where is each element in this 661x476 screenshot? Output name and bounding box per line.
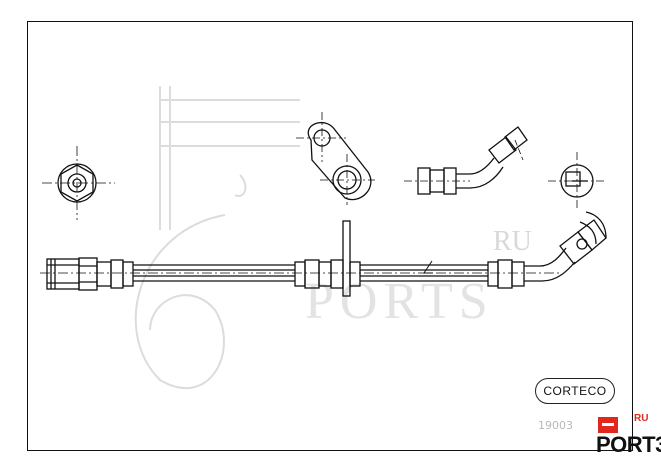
site-logo — [598, 417, 618, 433]
drawing-frame — [27, 21, 633, 451]
bracket-detail — [296, 112, 375, 205]
part-number: 19003 — [538, 419, 573, 432]
watermark-pictogram — [134, 86, 300, 389]
elbow-fitting-detail — [404, 126, 528, 195]
corteco-logo: CORTECO — [535, 378, 615, 404]
watermark-ru: RU — [493, 226, 532, 257]
site-logo-text: PORT3 — [596, 432, 661, 457]
nut-end-view — [42, 146, 115, 220]
fitting-end-view — [548, 152, 606, 210]
site-logo-ru: RU — [634, 413, 649, 424]
main-hose — [40, 211, 607, 297]
watermark-ports: PORTS — [305, 273, 494, 330]
